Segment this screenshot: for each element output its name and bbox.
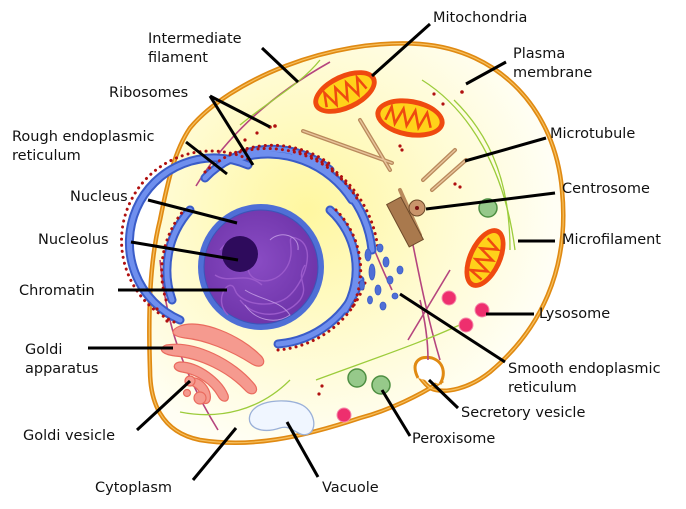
label-line: Microtubule (550, 126, 636, 142)
leader-line-ribosomes-b (208, 95, 255, 166)
leader-line-smooth-er (399, 292, 506, 364)
label-line: apparatus (25, 361, 99, 377)
label-line: filament (148, 50, 208, 66)
leader-line-nucleus (147, 198, 238, 225)
label-line: Lysosome (539, 306, 611, 322)
label-plasma-membrane: Plasma membrane (513, 45, 592, 83)
label-line: Centrosome (562, 181, 650, 197)
label-line: Rough endoplasmic (12, 129, 155, 145)
label-smooth-er: Smooth endoplasmic reticulum (508, 360, 661, 398)
leader-line-intermediate-filament (260, 46, 300, 84)
label-microtubule: Microtubule (550, 125, 635, 144)
vacuole (248, 400, 315, 436)
label-microfilament: Microfilament (562, 231, 661, 250)
leader-line-ribosomes-a (209, 94, 271, 129)
secretory-vesicle (413, 355, 445, 385)
label-golgi-apparatus: Goldi apparatus (25, 341, 98, 379)
label-line: Chromatin (19, 283, 95, 299)
leader-line-nucleolus (130, 240, 239, 262)
leader-line-rough-er (185, 140, 228, 176)
label-line: Cytoplasm (95, 480, 173, 496)
label-cytoplasm: Cytoplasm (95, 479, 172, 498)
mitochondrion-top (313, 70, 377, 114)
label-line: Secretory vesicle (461, 405, 586, 421)
leader-lines (88, 22, 556, 481)
leader-line-vacuole (285, 421, 320, 478)
nucleus (198, 204, 324, 330)
label-centrosome: Centrosome (562, 180, 650, 199)
label-line: Smooth endoplasmic (508, 361, 661, 377)
leader-line-plasma-membrane (465, 60, 507, 86)
label-lysosome: Lysosome (539, 305, 610, 324)
label-golgi-vesicle: Goldi vesicle (23, 427, 115, 446)
label-line: Mitochondria (433, 10, 528, 26)
peroxisomes (347, 198, 498, 395)
leader-line-secretory-vesicle (427, 378, 460, 410)
leader-line-cytoplasm (191, 427, 238, 481)
label-rough-er: Rough endoplasmic reticulum (12, 128, 154, 166)
label-line: Nucleolus (38, 232, 109, 248)
label-nucleolus: Nucleolus (38, 231, 109, 250)
label-line: membrane (513, 65, 593, 81)
label-vacuole: Vacuole (322, 479, 379, 498)
mitochondrion-middle (375, 98, 445, 138)
label-chromatin: Chromatin (19, 282, 95, 301)
label-mitochondria: Mitochondria (433, 9, 527, 28)
label-line: Goldi (25, 342, 63, 358)
leader-line-golgi-vesicle (135, 379, 192, 432)
leader-line-mitochondria (370, 22, 432, 78)
label-line: Microfilament (562, 232, 661, 248)
label-peroxisome: Peroxisome (412, 430, 495, 449)
leader-line-microtubule (464, 136, 547, 163)
label-line: Plasma (513, 46, 566, 62)
label-ribosomes: Ribosomes (109, 84, 188, 103)
label-line: reticulum (508, 380, 577, 396)
leader-line-peroxisome (380, 389, 412, 437)
label-intermediate-filament: Intermediate filament (148, 30, 242, 68)
mitochondrion-right (464, 228, 506, 288)
label-line: Vacuole (322, 480, 379, 496)
label-secretory-vesicle: Secretory vesicle (461, 404, 585, 423)
label-line: Ribosomes (109, 85, 189, 101)
rough-endoplasmic-reticulum (119, 143, 380, 352)
label-line: Peroxisome (412, 431, 496, 447)
label-line: Intermediate (148, 31, 242, 47)
smooth-endoplasmic-reticulum (359, 243, 404, 311)
label-line: reticulum (12, 148, 81, 164)
centrosome (385, 196, 426, 248)
lysosomes (336, 290, 490, 423)
label-nucleus: Nucleus (70, 188, 128, 207)
nucleolus (222, 236, 258, 272)
label-line: Nucleus (70, 189, 128, 205)
label-line: Goldi vesicle (23, 428, 115, 444)
leader-line-centrosome (425, 191, 556, 211)
